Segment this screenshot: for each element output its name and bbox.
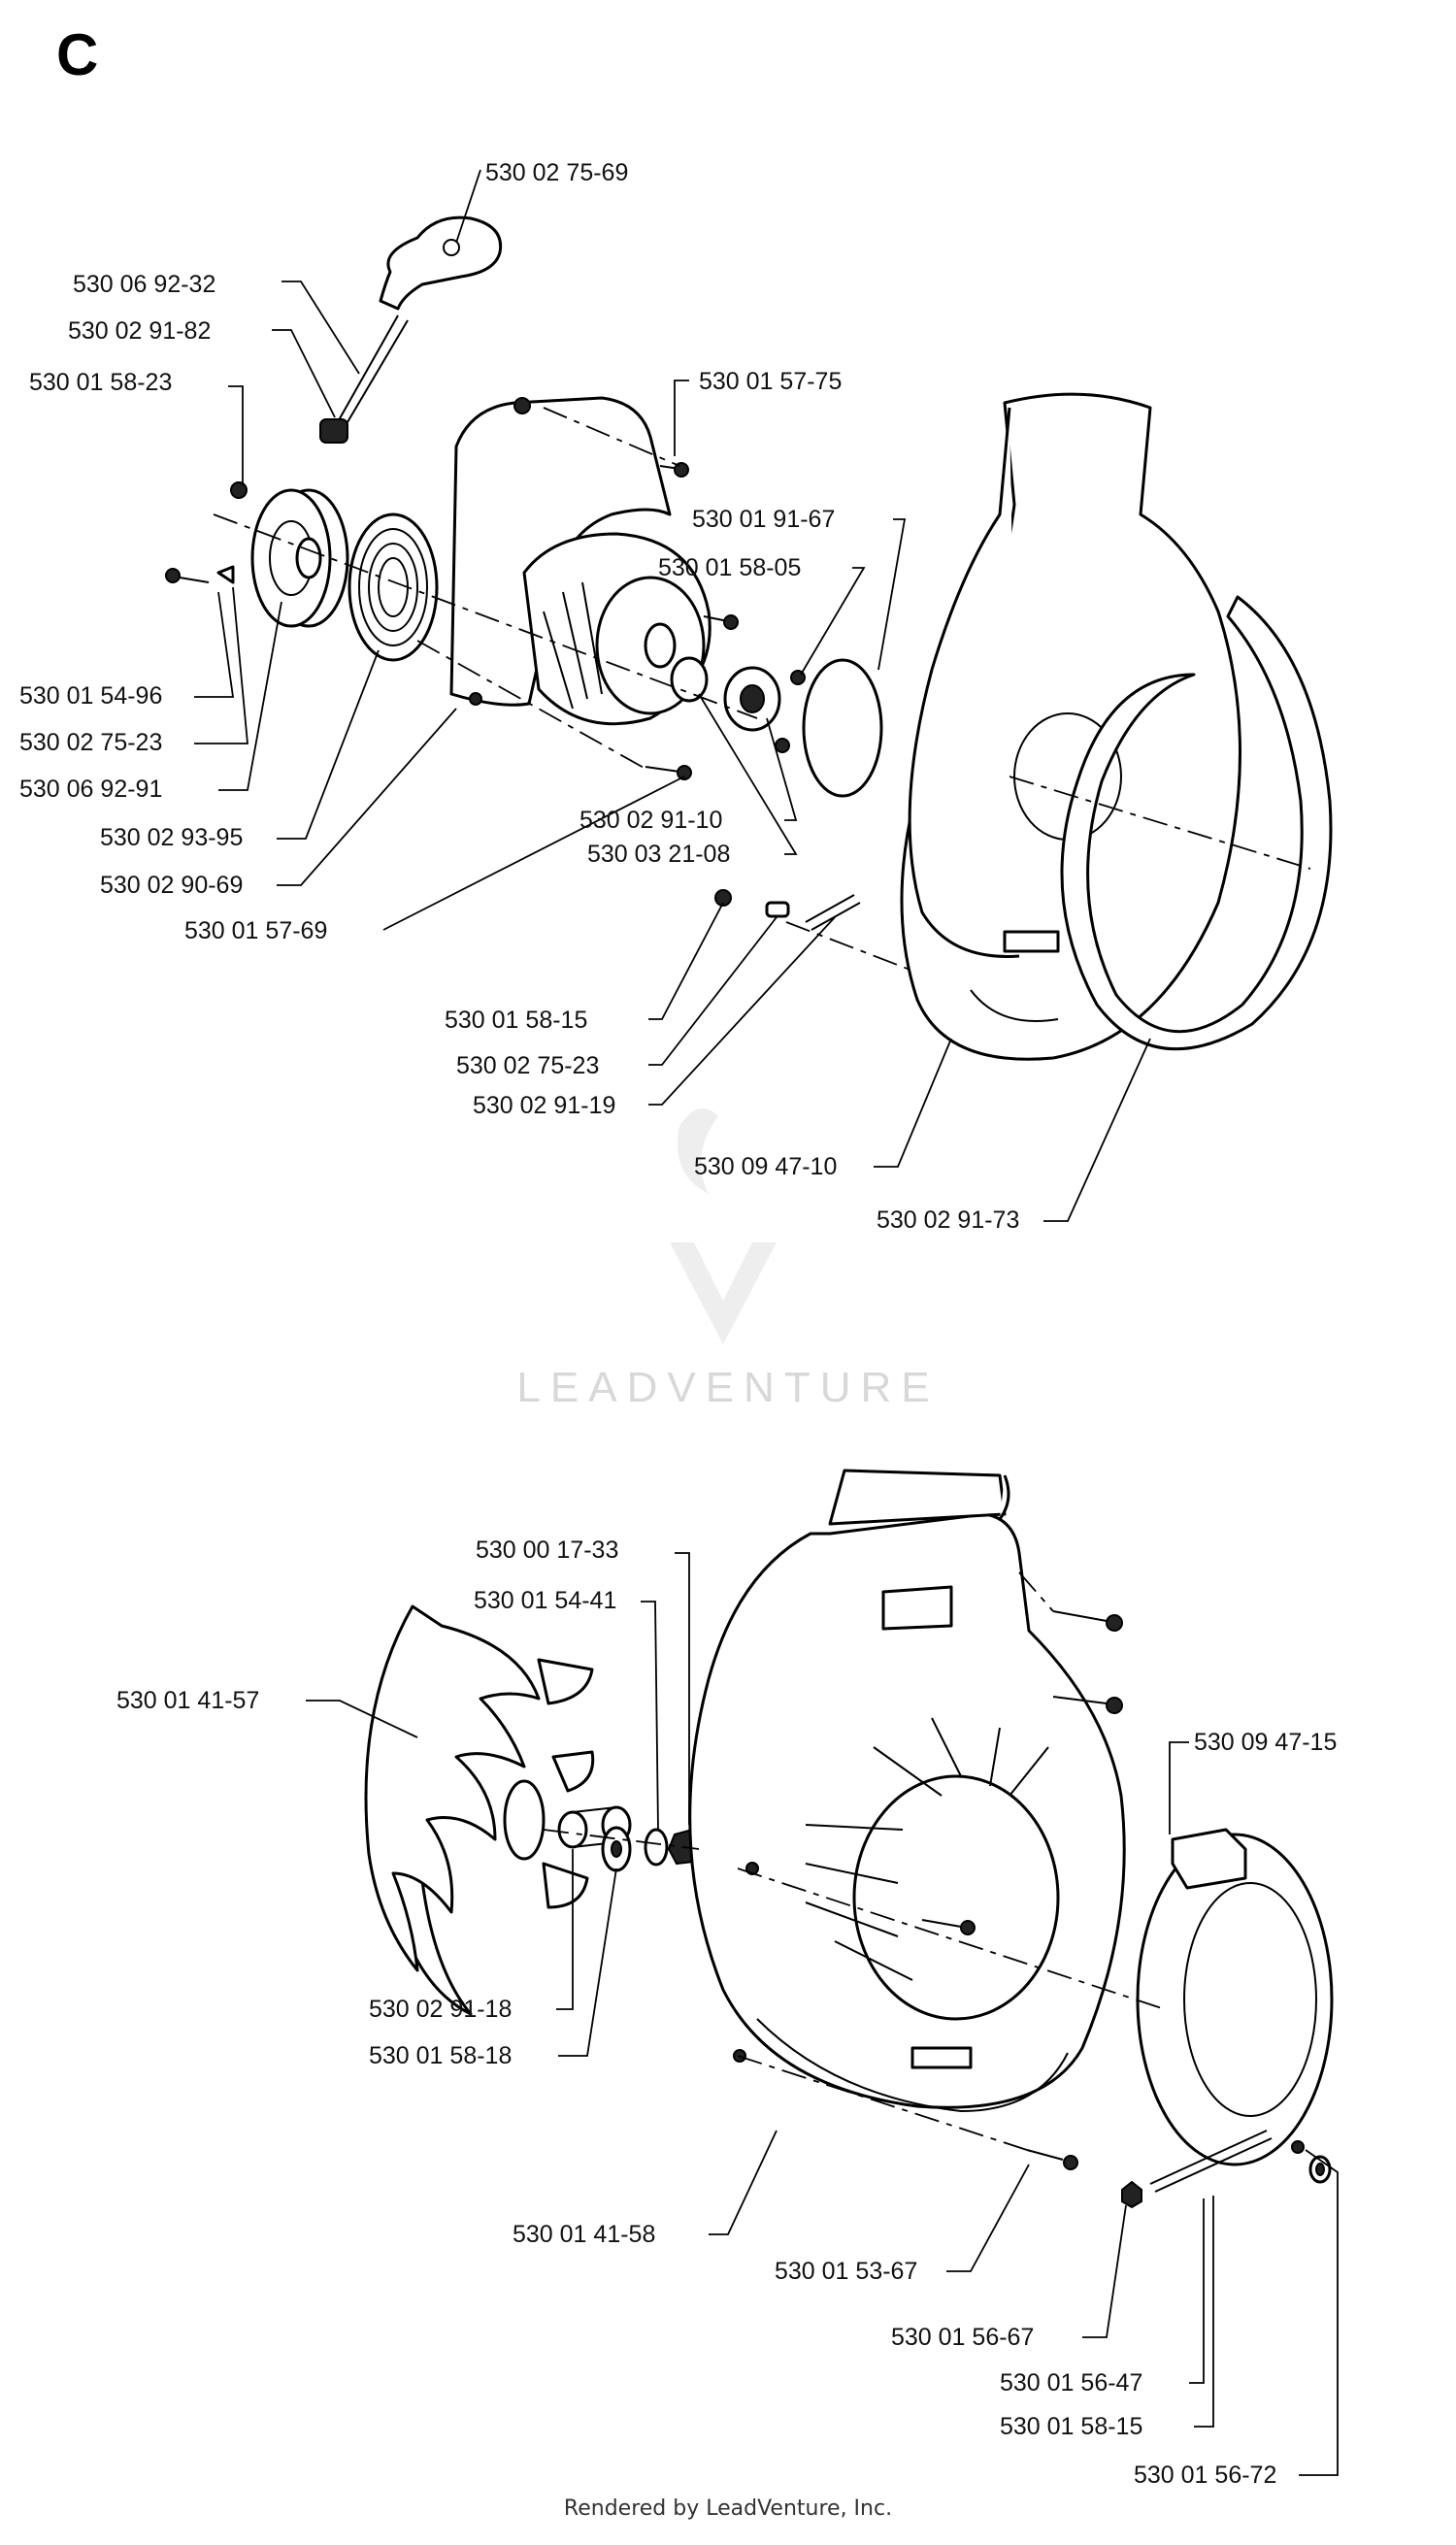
part-label: 530 09 47-15 bbox=[1194, 1729, 1337, 1756]
pulley bbox=[250, 488, 349, 628]
bottom-leader-lines bbox=[306, 1552, 1339, 2476]
part-label: 530 02 91-82 bbox=[68, 317, 211, 345]
part-label: 530 01 58-15 bbox=[1000, 2413, 1142, 2440]
part-label: 530 01 56-72 bbox=[1134, 2462, 1276, 2489]
fan-ring bbox=[1060, 595, 1333, 1051]
part-label: 530 01 41-58 bbox=[513, 2221, 655, 2248]
top-exploded-view: 530 02 75-69 530 06 92-32 530 02 91-82 5… bbox=[19, 159, 1333, 1234]
part-label: 530 09 47-10 bbox=[694, 1153, 837, 1180]
footer-credit: Rendered by LeadVenture, Inc. bbox=[563, 2496, 893, 2521]
watermark-text: LEADVENTURE bbox=[516, 1364, 939, 1411]
spring bbox=[347, 512, 439, 662]
bottom-fasteners bbox=[714, 889, 861, 931]
bushing-bearing bbox=[670, 656, 781, 732]
part-label: 530 06 92-32 bbox=[73, 271, 215, 298]
section-letter: C bbox=[56, 22, 99, 87]
part-label: 530 02 93-95 bbox=[100, 824, 243, 851]
bottom-labels: 530 00 17-33 530 01 54-41 530 01 41-57 5… bbox=[116, 1537, 1337, 2489]
fan-cover bbox=[1136, 1828, 1334, 2166]
fan-impeller bbox=[364, 1604, 595, 2016]
cover-fasteners bbox=[1121, 2130, 1332, 2209]
spacer-washers bbox=[557, 1805, 704, 1872]
part-label: 530 01 91-67 bbox=[692, 506, 835, 533]
part-label: 530 01 58-18 bbox=[369, 2042, 512, 2069]
part-label: 530 01 58-05 bbox=[658, 554, 801, 581]
starter-housing bbox=[449, 396, 711, 726]
part-label: 530 01 53-67 bbox=[775, 2258, 917, 2285]
fan-housing bbox=[900, 392, 1241, 1061]
bottom-exploded-view: 530 00 17-33 530 01 54-41 530 01 41-57 5… bbox=[116, 1469, 1339, 2489]
part-label: 530 02 75-23 bbox=[456, 1052, 599, 1079]
part-label: 530 03 21-08 bbox=[587, 841, 730, 868]
part-label: 530 02 75-23 bbox=[19, 729, 162, 756]
housing-screws bbox=[921, 1610, 1123, 2170]
center-lines bbox=[213, 407, 1311, 972]
part-label: 530 02 75-69 bbox=[485, 159, 628, 186]
top-labels: 530 02 75-69 530 06 92-32 530 02 91-82 5… bbox=[19, 159, 1019, 1234]
part-label: 530 02 91-19 bbox=[473, 1092, 615, 1119]
gasket-ring bbox=[802, 658, 883, 798]
part-label: 530 01 56-47 bbox=[1000, 2369, 1142, 2396]
part-label: 530 01 57-75 bbox=[699, 368, 842, 395]
starter-handle bbox=[319, 215, 503, 444]
part-label: 530 01 54-96 bbox=[19, 682, 162, 710]
left-screws bbox=[165, 481, 248, 584]
watermark-logo bbox=[670, 1108, 777, 1344]
bottom-center-lines bbox=[543, 1571, 1166, 2151]
part-label: 530 02 91-10 bbox=[579, 807, 722, 834]
part-label: 530 00 17-33 bbox=[476, 1537, 618, 1564]
part-label: 530 01 41-57 bbox=[116, 1687, 259, 1714]
center-screws bbox=[645, 462, 806, 780]
part-label: 530 01 56-67 bbox=[891, 2324, 1034, 2351]
part-label: 530 01 57-69 bbox=[184, 917, 327, 944]
part-label: 530 02 91-73 bbox=[877, 1206, 1019, 1234]
part-label: 530 01 54-41 bbox=[474, 1587, 616, 1614]
top-leader-lines bbox=[194, 169, 1151, 1222]
part-label: 530 02 91-18 bbox=[369, 1996, 512, 2023]
blower-housing bbox=[688, 1469, 1126, 2113]
part-label: 530 02 90-69 bbox=[100, 872, 243, 899]
part-label: 530 06 92-91 bbox=[19, 776, 162, 803]
part-label: 530 01 58-15 bbox=[445, 1007, 587, 1034]
part-label: 530 01 58-23 bbox=[29, 369, 172, 396]
